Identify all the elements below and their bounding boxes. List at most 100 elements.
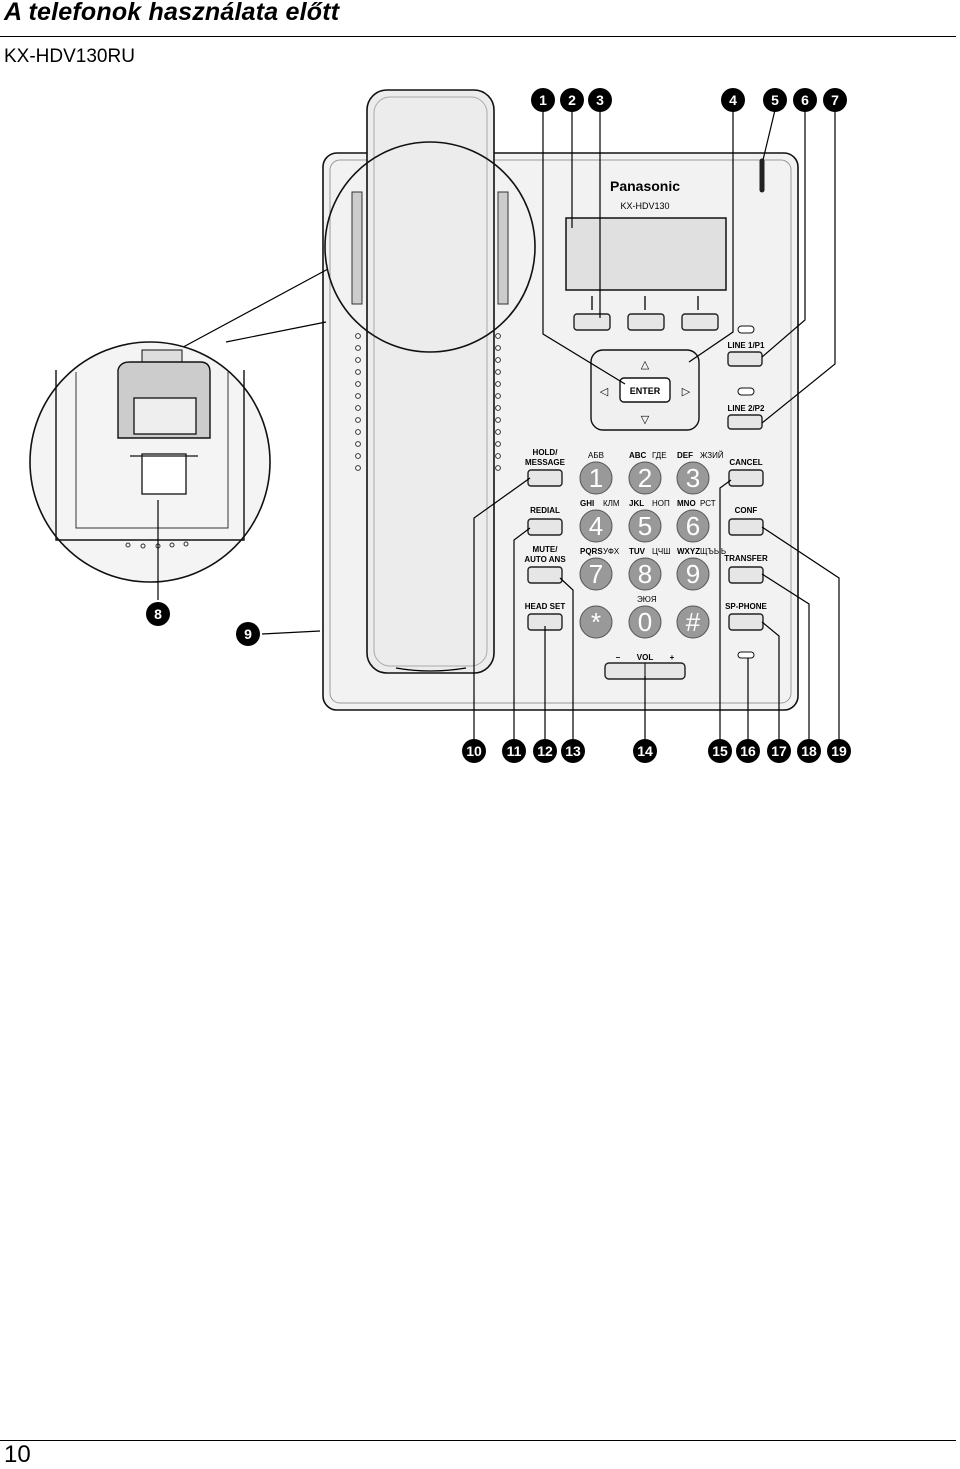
dial-key-4[interactable]: 4 GHI КЛМ — [579, 499, 620, 543]
dial-key-star[interactable]: * — [579, 605, 613, 639]
enter-button[interactable] — [619, 377, 671, 403]
dial-digit: 3 — [686, 463, 700, 493]
nav-up-icon[interactable]: △ — [641, 359, 650, 371]
callout-number: 6 — [801, 92, 809, 108]
lcd-display — [565, 217, 727, 291]
nav-left-icon[interactable]: ◁ — [600, 386, 609, 398]
model-heading: KX-HDV130RU — [4, 46, 135, 67]
dial-cyrillic-label: ЦЧШ — [652, 547, 671, 556]
dial-latin-label: GHI — [580, 499, 594, 508]
callout-number: 18 — [801, 743, 817, 759]
dial-latin-label: MNO — [677, 499, 696, 508]
dial-cyrillic-label: ГДЕ — [652, 451, 667, 460]
soft-key-center[interactable] — [627, 313, 665, 331]
spphone-led — [737, 651, 755, 659]
enter-label: ENTER — [630, 386, 661, 396]
dial-key-3[interactable]: 3 DEF ЖЗИЙ — [676, 451, 724, 495]
callout-18: 18 — [797, 739, 821, 763]
phone-diagram: Panasonic KX-HDV130 △ ▽ ◁ ▷ ENTER LINE 1… — [29, 88, 851, 763]
dial-key-hash[interactable]: # — [676, 605, 710, 639]
hold-message-button[interactable] — [527, 469, 563, 487]
callout-9: 9 — [236, 622, 260, 646]
line1-button[interactable] — [727, 351, 763, 367]
dial-key-0[interactable]: 0 ЭЮЯ — [628, 595, 662, 639]
spphone-button[interactable] — [728, 613, 764, 631]
cancel-button[interactable] — [728, 469, 764, 487]
clip-detail — [29, 341, 271, 583]
phone-base-inner — [329, 159, 792, 704]
dial-key-6[interactable]: 6 MNO РСТ — [676, 499, 716, 543]
nav-down-icon[interactable]: ▽ — [641, 414, 650, 426]
section-title: A telefonok használata előtt — [4, 0, 340, 26]
zoom-line-top — [173, 268, 329, 353]
dial-digit: 0 — [638, 607, 652, 637]
dial-latin-label: WXYZ — [677, 547, 700, 556]
dial-cyrillic-label: НОП — [652, 499, 670, 508]
callout-1: 1 — [531, 88, 555, 112]
redial-label: REDIAL — [530, 506, 560, 515]
nav-right-icon[interactable]: ▷ — [682, 386, 691, 398]
callout-number: 14 — [637, 743, 653, 759]
callout-number: 5 — [771, 92, 779, 108]
hold-label-2: MESSAGE — [525, 458, 566, 467]
dial-cyrillic-label: АБВ — [588, 451, 604, 460]
callout-8: 8 — [146, 602, 170, 626]
conf-button[interactable] — [728, 518, 764, 536]
line2-label: LINE 2/P2 — [728, 404, 765, 413]
soft-key-left[interactable] — [573, 313, 611, 331]
redial-button[interactable] — [527, 518, 563, 536]
dial-cyrillic-label: РСТ — [700, 499, 716, 508]
mute-auto-ans-button[interactable] — [527, 566, 563, 584]
callout-5: 5 — [763, 88, 787, 112]
dial-digit: 9 — [686, 559, 700, 589]
callout-number: 11 — [507, 743, 522, 759]
hold-label-1: HOLD/ — [533, 448, 559, 457]
dial-cyrillic-label: ЭЮЯ — [637, 595, 657, 604]
dial-digit: * — [591, 607, 601, 637]
line1-led — [737, 325, 755, 334]
headset-label: HEAD SET — [525, 602, 566, 611]
callout-number: 4 — [729, 92, 737, 108]
callout-16: 16 — [736, 739, 760, 763]
callout-number: 10 — [466, 743, 482, 759]
cancel-label: CANCEL — [729, 458, 762, 467]
dial-digit: 4 — [589, 511, 603, 541]
callout-number: 2 — [568, 92, 576, 108]
callout-6: 6 — [793, 88, 817, 112]
cradle-slot-right — [497, 191, 509, 305]
dial-key-5[interactable]: 5 JKL НОП — [628, 499, 670, 543]
dial-latin-label: JKL — [629, 499, 644, 508]
dial-latin-label: TUV — [629, 547, 646, 556]
dial-cyrillic-label: ЖЗИЙ — [700, 451, 724, 460]
zoom-line-bottom — [225, 321, 327, 343]
callout-number: 8 — [154, 606, 162, 622]
callout-leaders — [157, 109, 840, 740]
dial-digit: 6 — [686, 511, 700, 541]
handset-earpiece-line — [395, 667, 467, 672]
dial-latin-label: DEF — [677, 451, 693, 460]
handset[interactable] — [366, 89, 495, 674]
dial-cyrillic-label: УФХ — [603, 547, 620, 556]
callout-15: 15 — [708, 739, 732, 763]
line2-button[interactable] — [727, 414, 763, 430]
callout-3: 3 — [588, 88, 612, 112]
callout-number: 1 — [539, 92, 547, 108]
soft-key-right[interactable] — [681, 313, 719, 331]
speaker-holes-left — [355, 333, 361, 471]
callout-number: 15 — [712, 743, 728, 759]
dial-digit: 5 — [638, 511, 652, 541]
dial-digit: # — [686, 607, 701, 637]
brand-logo: Panasonic — [610, 178, 680, 194]
callout-number: 9 — [244, 626, 252, 642]
callout-10: 10 — [462, 739, 486, 763]
model-label: KX-HDV130 — [620, 201, 669, 211]
transfer-button[interactable] — [728, 566, 764, 584]
dial-cyrillic-label: КЛМ — [603, 499, 620, 508]
bottom-rule — [0, 1440, 956, 1441]
